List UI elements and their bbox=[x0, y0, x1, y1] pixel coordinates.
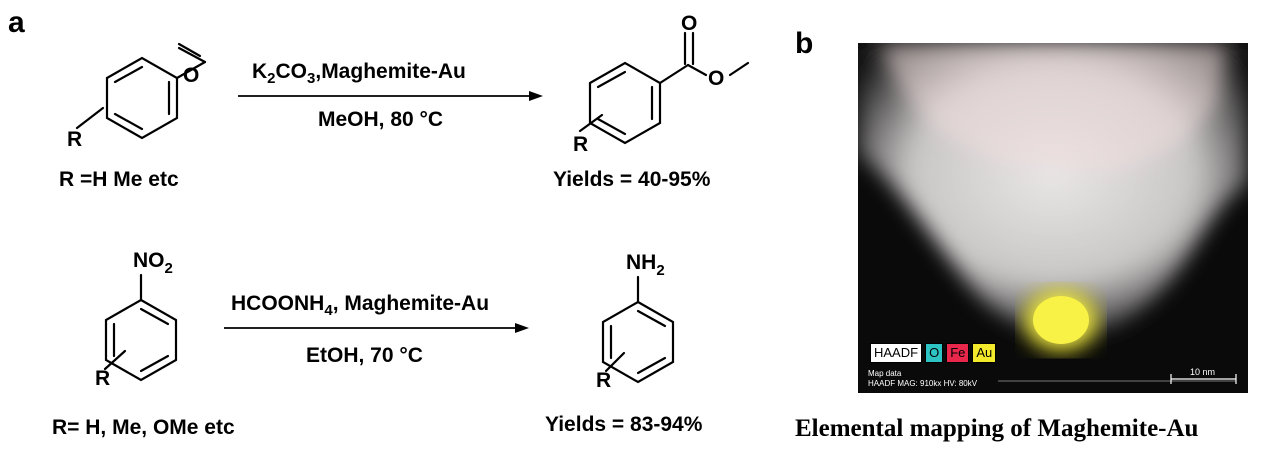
panel-b-label: b bbox=[795, 27, 814, 60]
legend-gold: Au bbox=[972, 343, 997, 363]
legend-haadf: HAADF bbox=[870, 343, 923, 363]
elemental-map-image: HAADF O Fe Au Map data HAADF MAG: 910kx … bbox=[858, 43, 1248, 393]
ester-oxygen: O bbox=[708, 67, 724, 90]
reactant-1-caption: R =H Me etc bbox=[59, 168, 179, 191]
panel-a-label: a bbox=[8, 6, 25, 39]
nitro-group: NO2 bbox=[133, 249, 173, 277]
yield-1: Yields = 40-95% bbox=[553, 168, 711, 191]
acquisition-info: HAADF MAG: 910kx HV: 80kV bbox=[868, 379, 978, 388]
aniline-structure: NH2 R bbox=[596, 251, 675, 392]
reactant-2-caption: R= H, Me, OMe etc bbox=[52, 416, 235, 439]
reaction-2-arrow bbox=[224, 323, 529, 333]
benzaldehyde-structure: O R bbox=[67, 42, 207, 151]
legend-oxygen: O bbox=[925, 343, 944, 363]
aldehyde-oxygen: O bbox=[183, 64, 199, 87]
reagents-2: HCOONH4, Maghemite-Au bbox=[231, 292, 490, 319]
legend-iron: Fe bbox=[946, 343, 970, 363]
r-group: R bbox=[596, 369, 611, 392]
scale-bar-label: 10 nm bbox=[1190, 367, 1216, 377]
element-legend: HAADF O Fe Au bbox=[870, 343, 997, 363]
nitroarene-structure: NO2 R bbox=[95, 249, 178, 390]
conditions-2: EtOH, 70 °C bbox=[306, 344, 423, 367]
r-group: R bbox=[573, 133, 588, 156]
reagents-1: K2CO3,Maghemite-Au bbox=[252, 60, 466, 87]
methyl-ester-structure: O O R bbox=[573, 12, 750, 156]
r-group: R bbox=[67, 128, 82, 151]
nanoparticle-illustration bbox=[858, 43, 1248, 393]
ester-carbonyl-oxygen: O bbox=[681, 12, 697, 35]
panel-b-caption: Elemental mapping of Maghemite-Au bbox=[795, 415, 1199, 442]
map-data-label: Map data bbox=[868, 369, 902, 378]
r-group: R bbox=[95, 367, 110, 390]
reaction-1-arrow bbox=[238, 91, 543, 101]
yield-2: Yields = 83-94% bbox=[545, 413, 703, 436]
amine-group: NH2 bbox=[626, 251, 665, 279]
conditions-1: MeOH, 80 °C bbox=[318, 108, 444, 131]
